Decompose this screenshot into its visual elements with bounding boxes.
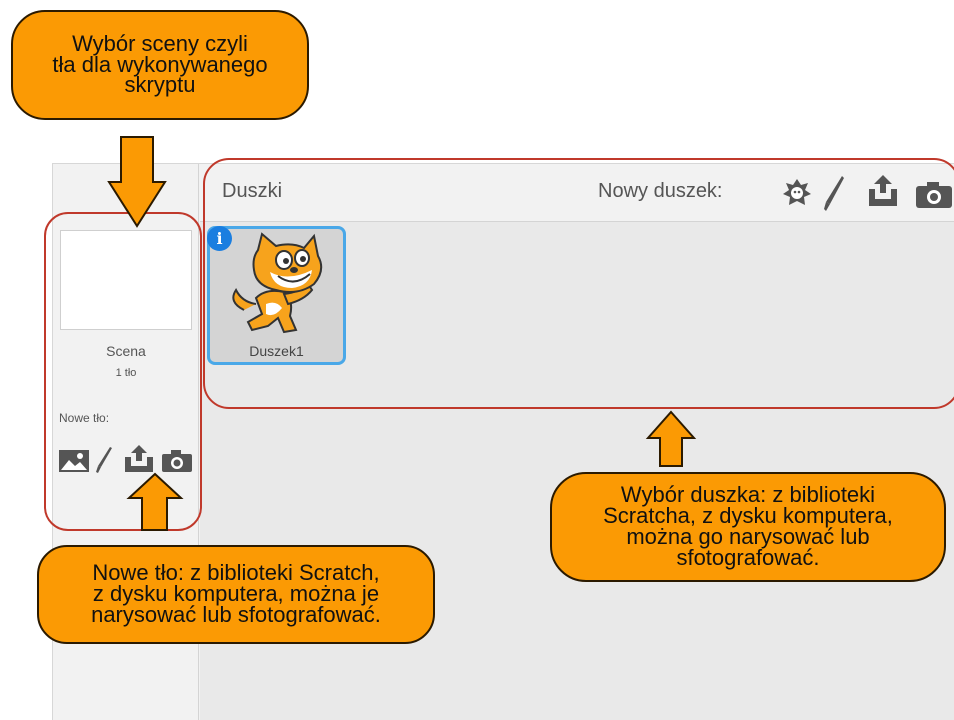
arrow-up-icon <box>645 410 697 467</box>
sprites-highlight-ring <box>203 158 954 409</box>
callout-new-backdrop: Nowe tło: z biblioteki Scratch, z dysku … <box>37 545 435 644</box>
camera-icon[interactable] <box>161 449 193 473</box>
paintbrush-icon[interactable] <box>95 445 113 475</box>
sprites-header <box>200 164 954 222</box>
new-sprite-label: Nowy duszek: <box>598 180 723 202</box>
new-backdrop-label: Nowe tło: <box>59 411 110 425</box>
stage-highlight-ring <box>44 212 202 531</box>
backdrop-count: 1 tło <box>115 367 137 379</box>
stage-name: Scena <box>106 343 146 359</box>
paintbrush-icon[interactable] <box>822 174 846 214</box>
callout-stage-select: Wybór sceny czyli tła dla wykonywanego s… <box>11 10 309 120</box>
image-library-icon[interactable] <box>58 449 90 473</box>
info-icon[interactable]: i <box>207 226 232 251</box>
stage-thumbnail[interactable] <box>60 230 192 330</box>
sprite-name: Duszek1 <box>249 343 304 359</box>
camera-icon[interactable] <box>914 180 954 210</box>
scratch-cat-icon <box>232 232 323 334</box>
arrow-down-icon <box>107 136 167 228</box>
sprites-title: Duszki <box>222 180 283 202</box>
callout-sprite-select: Wybór duszka: z biblioteki Scratcha, z d… <box>550 472 946 582</box>
sprite-library-icon[interactable] <box>780 176 814 210</box>
upload-icon[interactable] <box>866 173 900 209</box>
arrow-up-icon <box>126 472 184 531</box>
upload-icon[interactable] <box>122 443 156 475</box>
